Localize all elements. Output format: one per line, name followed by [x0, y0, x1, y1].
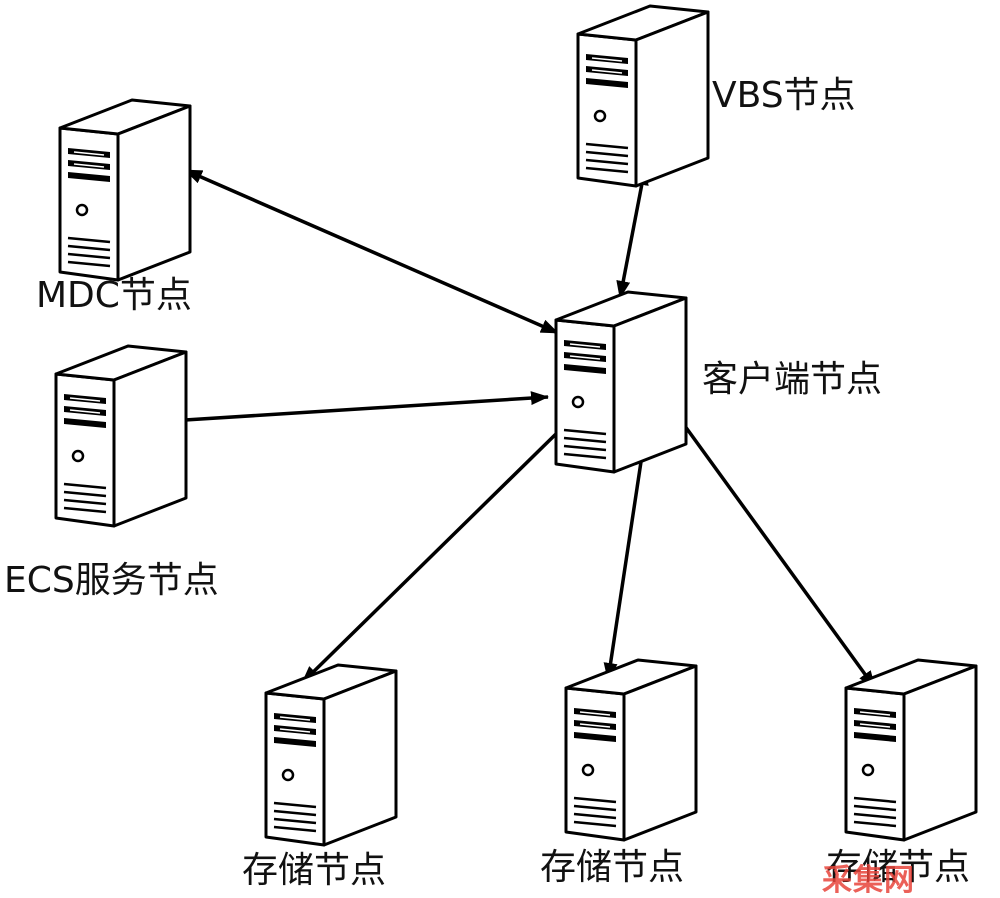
edge-client-storage-2	[603, 441, 646, 681]
server-icon	[54, 344, 188, 528]
edge-client-vbs	[616, 167, 649, 299]
vbs-node-label: VBS节点	[712, 75, 856, 116]
edges	[184, 167, 877, 690]
storage-node-label-2: 存储节点	[540, 847, 685, 888]
server-icon	[844, 658, 978, 842]
watermark-logo: 采集网	[822, 863, 915, 898]
storage-node-label-1: 存储节点	[242, 850, 387, 891]
edge-client-storage-3	[680, 420, 877, 690]
edge-client-storage-1	[300, 428, 562, 685]
edge-ecs-client	[184, 391, 549, 422]
server-icon	[58, 98, 192, 282]
ecs-node-label: ECS服务节点	[4, 560, 219, 601]
server-icon	[264, 663, 398, 847]
mdc-node-label: MDC节点	[36, 275, 192, 316]
storage-node-label-3: 存储节点	[826, 847, 971, 888]
server-icon	[554, 290, 688, 474]
edge-client-mdc	[184, 168, 559, 335]
server-icon	[564, 658, 698, 842]
client-node-label: 客户端节点	[702, 359, 883, 400]
server-icon	[576, 4, 710, 188]
